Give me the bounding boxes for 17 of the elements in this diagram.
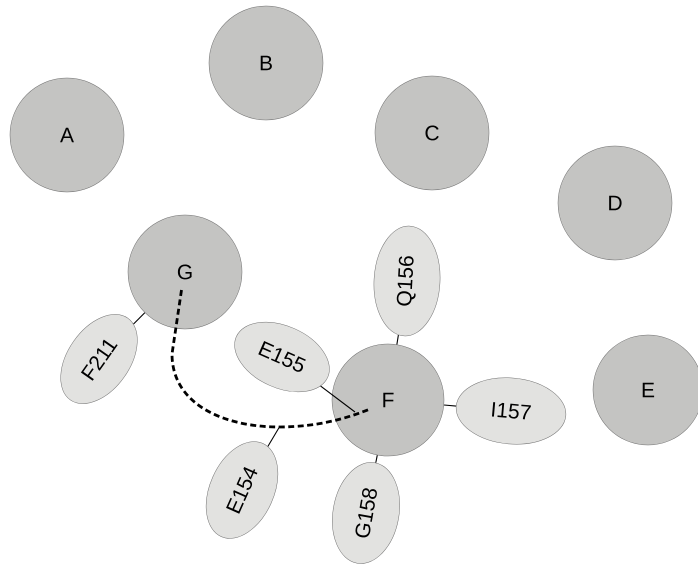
circle-node: E <box>592 334 698 446</box>
dashed-connector <box>170 290 371 428</box>
circle-node: C <box>374 76 490 190</box>
circle-node: D <box>558 146 672 260</box>
connector-line <box>375 455 378 463</box>
circle-node: G <box>128 214 242 330</box>
circle-node: F <box>332 344 444 456</box>
ellipse-node: G158 <box>332 462 400 564</box>
connector-line <box>133 312 146 324</box>
connector-line <box>320 386 356 412</box>
circle-node: A <box>10 78 124 192</box>
leader-line <box>267 426 280 447</box>
connector-line <box>396 334 399 345</box>
circle-node: B <box>208 6 324 120</box>
ellipse-node: I157 <box>456 378 566 444</box>
connector-line <box>444 404 456 407</box>
ellipse-node: Q156 <box>374 226 440 336</box>
